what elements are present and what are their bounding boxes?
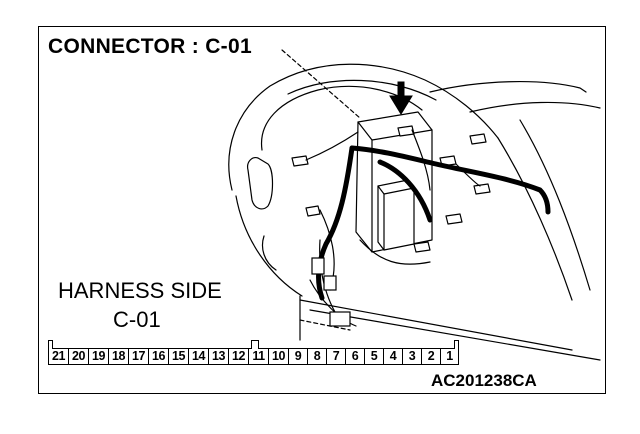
pin-9: 9 bbox=[288, 348, 307, 365]
pin-2: 2 bbox=[421, 348, 440, 365]
connector-key-notch bbox=[251, 340, 259, 349]
pin-18: 18 bbox=[108, 348, 128, 365]
figure-code: AC201238CA bbox=[431, 371, 537, 390]
pin-14: 14 bbox=[188, 348, 208, 365]
pin-6: 6 bbox=[345, 348, 364, 365]
pin-16: 16 bbox=[148, 348, 168, 365]
connector-title: CONNECTOR : C-01 bbox=[48, 35, 252, 58]
pin-17: 17 bbox=[128, 348, 148, 365]
pin-10: 10 bbox=[268, 348, 288, 365]
connector-end-tab-left bbox=[48, 340, 53, 349]
diagram-frame bbox=[38, 26, 606, 394]
pin-4: 4 bbox=[383, 348, 402, 365]
pin-11: 11 bbox=[248, 340, 268, 365]
pin-20: 20 bbox=[68, 348, 88, 365]
pin-3: 3 bbox=[402, 348, 421, 365]
pin-12: 12 bbox=[228, 348, 248, 365]
pin-19: 19 bbox=[88, 348, 108, 365]
pin-1: 1 bbox=[440, 340, 459, 365]
harness-connector-label: C-01 bbox=[113, 307, 161, 332]
connector-end-tab-right bbox=[454, 340, 459, 349]
pin-8: 8 bbox=[307, 348, 326, 365]
harness-side-label: HARNESS SIDE bbox=[58, 278, 222, 303]
pin-21: 21 bbox=[48, 340, 68, 365]
pin-5: 5 bbox=[364, 348, 383, 365]
pin-13: 13 bbox=[208, 348, 228, 365]
pin-7: 7 bbox=[326, 348, 345, 365]
pin-15: 15 bbox=[168, 348, 188, 365]
